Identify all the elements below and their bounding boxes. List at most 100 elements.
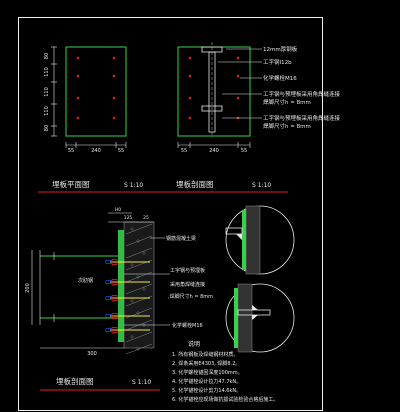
- section-scale: S 1:10: [252, 182, 271, 189]
- notes-item-3: 3. 化学螺栓锚固深度100mm。: [172, 369, 243, 376]
- label-weld-2: 采用角焊缝连接: [170, 281, 205, 288]
- section-note-beam: 工字钢I12b: [263, 58, 292, 66]
- plan-bolt-group: [76, 56, 116, 120]
- notes-item-6: 6. 化学锚栓应现场做抗拔试验检验合格后施工。: [172, 396, 278, 403]
- aggregate-mark: [142, 287, 146, 291]
- section-bolt-group: [188, 56, 240, 120]
- notes-item-1: 1. 所有钢板及焊缝钢材材质。: [172, 351, 238, 358]
- label-weld-3: ,焊脚尺寸h = 8mm: [168, 293, 213, 300]
- section-view: 55 240 55 12mm厚钢板 工字钢I12b 化学螺栓M16 工字钢与预埋…: [177, 42, 341, 154]
- detail-view: H0 125 25 200 300 钢筋混凝土梁 工字钢与预埋板 采用角焊缝连接…: [25, 207, 213, 357]
- section-dim-bottom-0: 55: [181, 148, 187, 154]
- detail-dim-top-0: H0: [115, 207, 121, 213]
- bolt-marker: [236, 96, 240, 100]
- wall-hatch: [125, 223, 153, 355]
- plan-dim-bottom-2: 55: [118, 148, 124, 154]
- section-dim-bottom-1: 240: [209, 148, 219, 154]
- weld-detail-flange: [225, 227, 243, 235]
- hatch-line: [125, 343, 153, 355]
- weld-fillet: [252, 305, 258, 310]
- plan-dim-left-0: 80: [44, 53, 50, 59]
- bottom-scale: S 1:10: [132, 379, 151, 386]
- label-concrete-beam: 钢筋混凝土梁: [166, 235, 196, 242]
- bolt-marker: [76, 96, 80, 100]
- plan-title: 埋板平面图: [52, 179, 90, 189]
- anchor-washer: [105, 280, 112, 284]
- anchor-nut: [111, 327, 118, 333]
- anchor-nut: [111, 313, 118, 319]
- plan-dim-left-4: 80: [44, 125, 50, 131]
- hatch-line: [125, 331, 153, 343]
- notes-item-2: 2. 焊条采用E4303, 焊脚8.2。: [172, 360, 240, 367]
- label-weld-1: 工字钢与预埋板: [170, 267, 205, 274]
- anchor-washer: [105, 260, 112, 264]
- bolt-marker: [76, 116, 80, 120]
- drawing-frame: [18, 17, 323, 411]
- plan-plate: [65, 46, 127, 137]
- aggregate-mark: [130, 299, 134, 303]
- bolt-marker: [112, 96, 116, 100]
- hatch-line: [125, 283, 153, 295]
- hatch-line: [125, 223, 153, 235]
- weld-detail-plate: [234, 288, 238, 348]
- bolt-marker: [188, 116, 192, 120]
- notes-item-4: 4. 化学锚栓设计拉力47.7kN。: [172, 378, 241, 385]
- bottom-title: 埋板剖面图: [56, 376, 94, 386]
- detail-dim-top-2: 25: [143, 215, 149, 221]
- bolt-marker: [188, 96, 192, 100]
- bolt-marker: [112, 56, 116, 60]
- embed-plate: [118, 230, 124, 342]
- section-dim-bottom-2: 55: [241, 148, 247, 154]
- weld-fillet: [252, 315, 258, 320]
- section-note-weld-a-size: 焊脚尺寸h = 8mm: [263, 98, 311, 106]
- anchor-washer: [105, 314, 112, 318]
- weld-detail-upper: [225, 205, 295, 275]
- plan-view: 80 110 110 110 80 55 240 55: [44, 46, 127, 154]
- label-stiffener: 次肋钢: [78, 277, 93, 284]
- aggregate-mark: [136, 239, 140, 243]
- aggregate-mark: [136, 347, 140, 351]
- plan-dim-left-2: 110: [44, 87, 50, 97]
- anchor-nut: [111, 259, 118, 265]
- detail-bolt-group: [105, 259, 150, 333]
- section-note-bolt: 化学螺栓M16: [263, 74, 297, 82]
- plan-dim-ticks-left: [51, 46, 57, 137]
- i-beam-mid-flange: [201, 105, 223, 112]
- bolt-marker: [112, 74, 116, 78]
- anchor-nut: [111, 279, 118, 285]
- weld-fillet: [236, 234, 242, 240]
- aggregate-mark: [130, 335, 134, 339]
- weld-detail-wall: [245, 205, 261, 275]
- weld-detail-plate: [242, 210, 246, 270]
- label-bolt: 化学螺栓M16: [172, 322, 203, 329]
- plan-dim-left-1: 110: [44, 67, 50, 77]
- notes-item-5: 5. 化学锚栓设计剪力14.6kN。: [172, 387, 241, 394]
- detail-dim-bottom-0: 300: [87, 351, 97, 357]
- plan-dim-left-3: 110: [44, 106, 50, 116]
- notes-block: 说明 1. 所有钢板及焊缝钢材材质。 2. 焊条采用E4303, 焊脚8.2。 …: [172, 340, 278, 403]
- aggregate-mark: [130, 227, 134, 231]
- plan-scale: S 1:10: [124, 182, 143, 189]
- bolt-marker: [188, 74, 192, 78]
- detail-dim-left-0: 200: [25, 283, 31, 293]
- bolt-marker: [112, 116, 116, 120]
- section-plate: [177, 46, 251, 137]
- weld-detail-lower: [225, 283, 295, 353]
- bolt-marker: [76, 74, 80, 78]
- notes-heading: 说明: [188, 340, 200, 348]
- section-note-plate: 12mm厚钢板: [263, 45, 298, 53]
- bolt-marker: [236, 56, 240, 60]
- aggregate-mark: [142, 251, 146, 255]
- aggregate-mark: [130, 263, 134, 267]
- section-note-weld-b: 工字钢与预埋板采用角焊缝连接: [263, 114, 341, 122]
- bolt-marker: [236, 74, 240, 78]
- detail-dim-top-1: 125: [124, 215, 133, 221]
- anchor-washer: [105, 296, 112, 300]
- weld-detail-wall: [237, 283, 253, 353]
- hatch-line: [125, 247, 153, 259]
- bolt-marker: [76, 56, 80, 60]
- weld-detail-circle: [225, 283, 295, 353]
- section-note-weld-a: 工字钢与预埋板采用角焊缝连接: [263, 90, 341, 98]
- anchor-washer: [105, 328, 112, 332]
